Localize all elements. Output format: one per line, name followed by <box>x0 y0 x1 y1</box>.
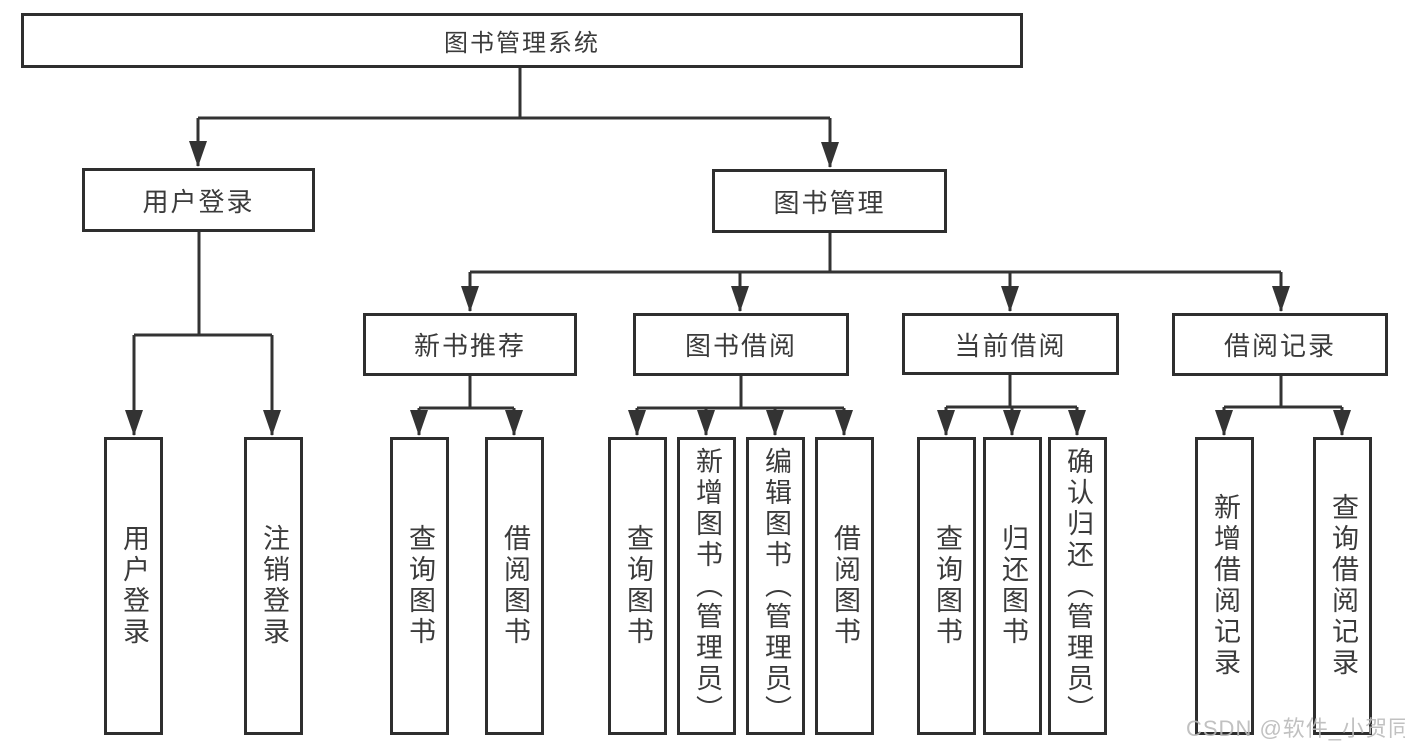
node-new-book-recommendation: 新书推荐 <box>363 313 577 376</box>
leaf-query-borrow-record: 查询借阅记录 <box>1313 437 1372 735</box>
node-user-login-group: 用户登录 <box>82 168 315 232</box>
leaf-add-books-admin: 新增图书（管理员） <box>677 437 736 735</box>
leaf-confirm-return-admin: 确认归还（管理员） <box>1048 437 1107 735</box>
leaf-borrow-books: 借阅图书 <box>815 437 874 735</box>
leaf-borrow-books-recommend: 借阅图书 <box>485 437 544 735</box>
node-borrowing-records: 借阅记录 <box>1172 313 1388 376</box>
leaf-user-login: 用户登录 <box>104 437 163 735</box>
node-book-borrowing: 图书借阅 <box>633 313 849 376</box>
node-current-borrowing: 当前借阅 <box>902 313 1119 375</box>
leaf-add-borrow-record: 新增借阅记录 <box>1195 437 1254 735</box>
leaf-query-books-recommend: 查询图书 <box>390 437 449 735</box>
csdn-watermark: CSDN @软件_小贺同学 <box>1186 716 1405 741</box>
leaf-query-books-borrowing: 查询图书 <box>608 437 667 735</box>
leaf-logout: 注销登录 <box>244 437 303 735</box>
leaf-return-books: 归还图书 <box>983 437 1042 735</box>
leaf-query-books-current: 查询图书 <box>917 437 976 735</box>
node-library-management-system: 图书管理系统 <box>21 13 1023 68</box>
node-book-management: 图书管理 <box>712 169 947 233</box>
leaf-edit-books-admin: 编辑图书（管理员） <box>746 437 805 735</box>
